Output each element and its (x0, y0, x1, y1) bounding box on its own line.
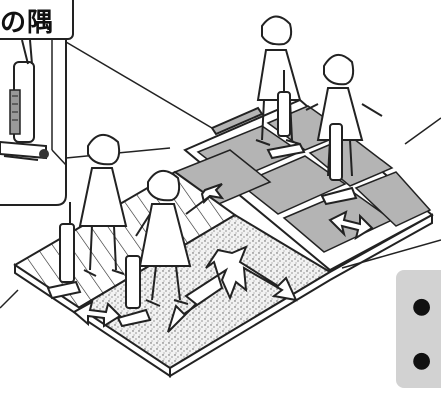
floor-platform (15, 100, 432, 376)
notes-panel: ● ● (396, 270, 441, 388)
bullet-icon: ● (412, 350, 431, 372)
bullet-icon: ● (412, 296, 431, 318)
corner-callout-title: の隅 (0, 2, 54, 39)
corner-callout-label-box: の隅 (0, 0, 74, 40)
